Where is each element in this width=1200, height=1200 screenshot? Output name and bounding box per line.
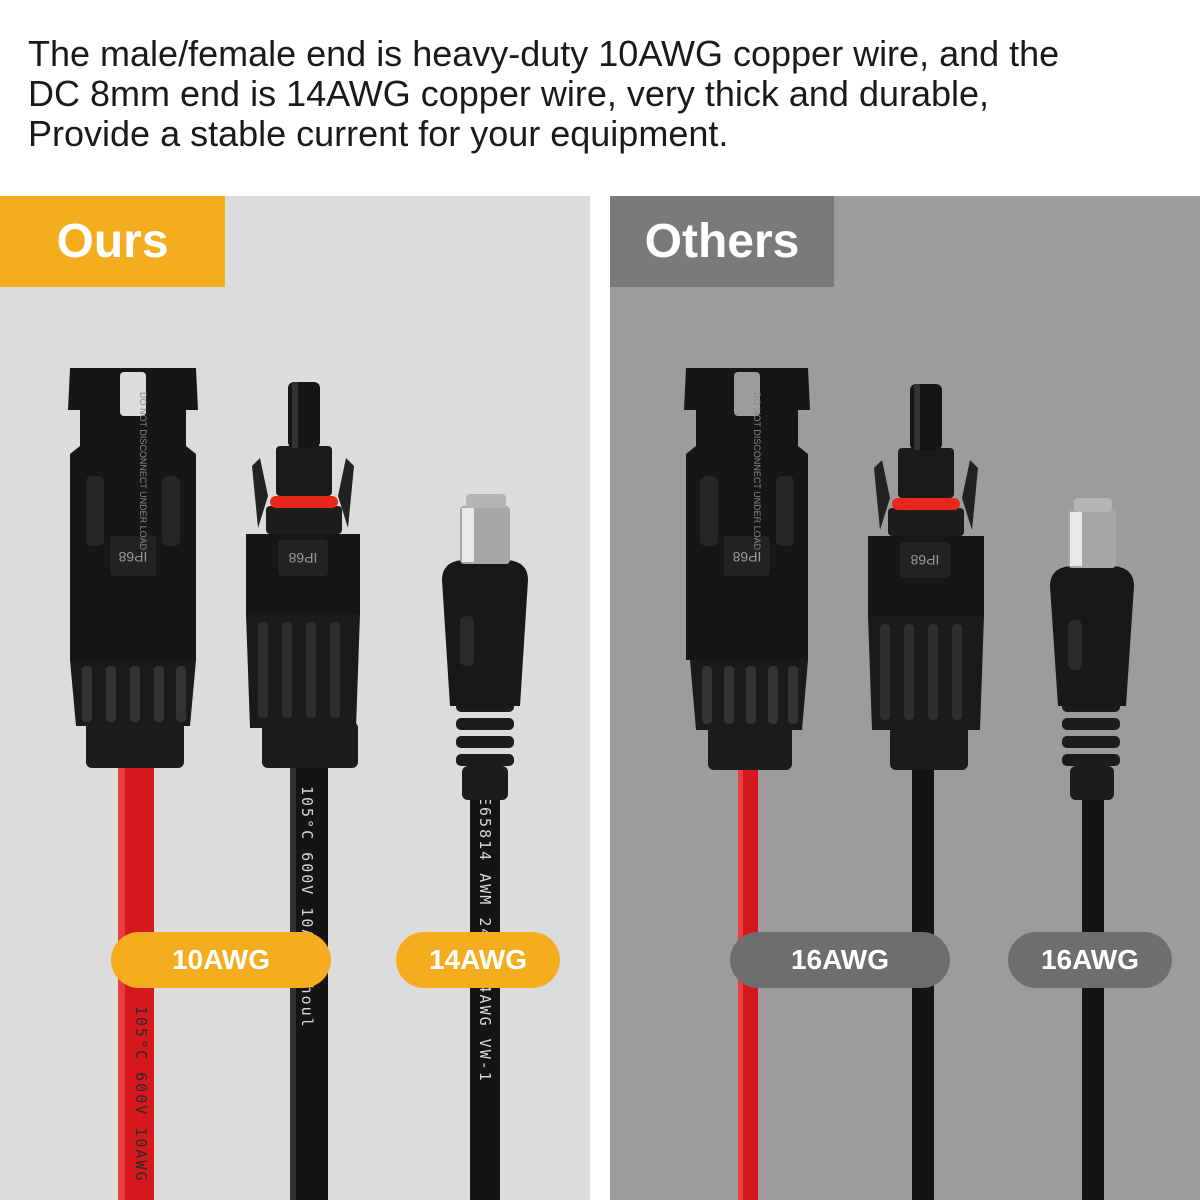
- male-ip-rating: IP68: [910, 552, 939, 568]
- ours-dc-gauge-badge: 14AWG: [396, 932, 560, 988]
- female-connector: IP68 DO NOT DISCONNECT UNDER LOAD: [684, 368, 810, 1200]
- others-connector-gauge-badge: 16AWG: [730, 932, 950, 988]
- intro-line-3: Provide a stable current for your equipm…: [28, 113, 729, 154]
- ours-panel: 105°C 600V 10AWG IP68 DO NOT DISCONNECT …: [0, 196, 590, 1200]
- intro-line-1: The male/female end is heavy-duty 10AWG …: [28, 33, 1060, 74]
- male-ip-rating: IP68: [288, 550, 317, 566]
- others-panel: IP68 DO NOT DISCONNECT UNDER LOAD IP68: [610, 196, 1200, 1200]
- female-ip-rating: IP68: [732, 549, 761, 565]
- female-connector: 105°C 600V 10AWG IP68 DO NOT DISCONNECT …: [68, 368, 198, 1200]
- others-cable-illustration: IP68 DO NOT DISCONNECT UNDER LOAD IP68: [684, 368, 1134, 1200]
- ours-connector-gauge-badge: 10AWG: [111, 932, 331, 988]
- others-heading: Others: [610, 196, 834, 287]
- male-connector: 105°C 600V 10AWG shoul IP68: [246, 382, 360, 1200]
- female-warning-text: DO NOT DISCONNECT UNDER LOAD: [138, 392, 148, 551]
- intro-line-2: DC 8mm end is 14AWG copper wire, very th…: [28, 73, 990, 114]
- male-connector: IP68: [868, 384, 984, 1200]
- female-ip-rating: IP68: [118, 549, 147, 565]
- female-warning-text: DO NOT DISCONNECT UNDER LOAD: [752, 392, 762, 551]
- ours-cable-illustration: 105°C 600V 10AWG IP68 DO NOT DISCONNECT …: [68, 368, 528, 1200]
- others-dc-gauge-badge: 16AWG: [1008, 932, 1172, 988]
- ours-heading: Ours: [0, 196, 225, 287]
- intro-text: The male/female end is heavy-duty 10AWG …: [28, 34, 1178, 154]
- red-wire-print: 105°C 600V 10AWG: [132, 1006, 150, 1183]
- dc-connector: [1050, 498, 1134, 1200]
- black-wire-print: 105°C 600V 10AWG shoul: [298, 786, 316, 1029]
- dc-connector: E65814 AWM 2468 14AWG VW-1: [442, 494, 528, 1200]
